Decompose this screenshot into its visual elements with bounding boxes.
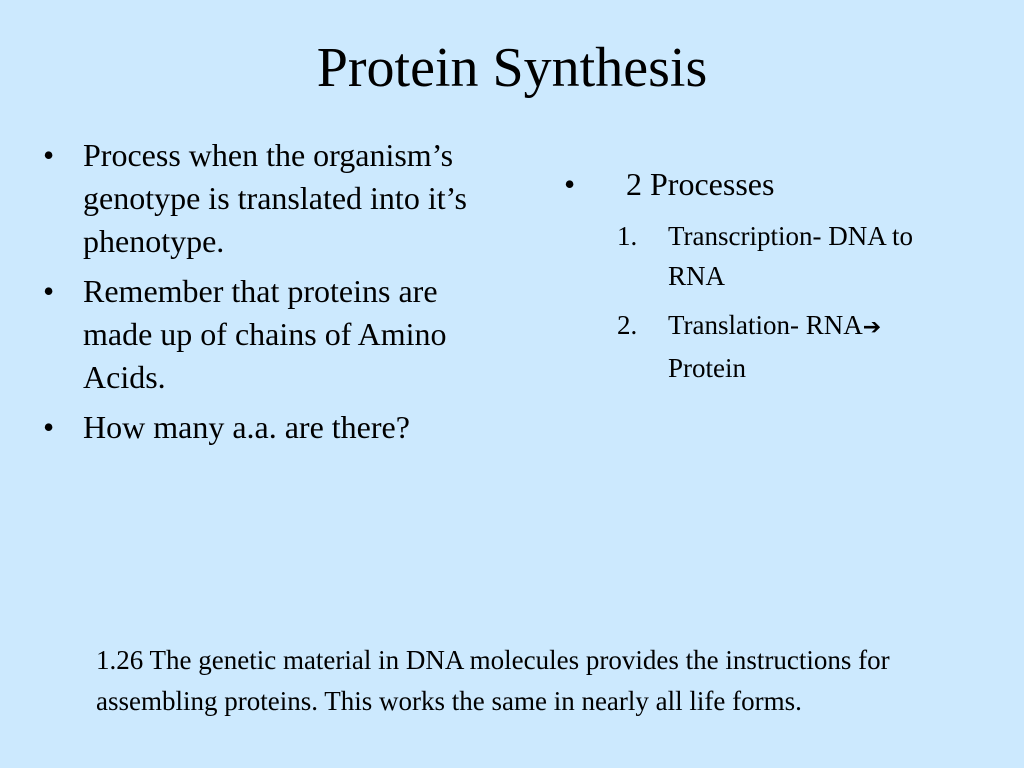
item-number: 2.: [617, 310, 638, 340]
bullet-text: How many a.a. are there?: [83, 409, 410, 445]
left-bullet-list: • Process when the organism’s genotype i…: [40, 134, 470, 456]
process-item-2: 2. Translation- RNA➔ Protein: [560, 305, 948, 388]
processes-heading-text: 2 Processes: [626, 166, 775, 202]
item-text-after-arrow: Protein: [668, 353, 746, 383]
bullet-text: Process when the organism’s genotype is …: [83, 137, 467, 259]
bullet-marker: •: [564, 166, 576, 202]
right-column: • 2 Processes 1. Transcription- DNA to R…: [560, 163, 980, 397]
slide-title: Protein Synthesis: [316, 37, 708, 99]
bullet-text: Remember that proteins are made up of ch…: [83, 273, 447, 395]
bullet-item-3: • How many a.a. are there?: [40, 406, 470, 449]
bullet-marker: •: [43, 409, 55, 445]
item-text: Translation- RNA: [668, 310, 863, 340]
bullet-item-1: • Process when the organism’s genotype i…: [40, 134, 470, 263]
bullet-marker: •: [43, 273, 55, 309]
item-number: 1.: [617, 221, 638, 251]
process-item-1: 1. Transcription- DNA to RNA: [560, 216, 948, 296]
processes-heading: • 2 Processes: [560, 163, 980, 206]
item-text: Transcription- DNA to RNA: [668, 221, 914, 291]
right-arrow-icon: ➔: [862, 315, 882, 340]
standard-footnote: 1.26 The genetic material in DNA molecul…: [96, 645, 890, 716]
processes-list: 1. Transcription- DNA to RNA 2. Translat…: [560, 216, 980, 388]
bullet-item-2: • Remember that proteins are made up of …: [40, 270, 470, 399]
bullet-marker: •: [43, 137, 55, 173]
